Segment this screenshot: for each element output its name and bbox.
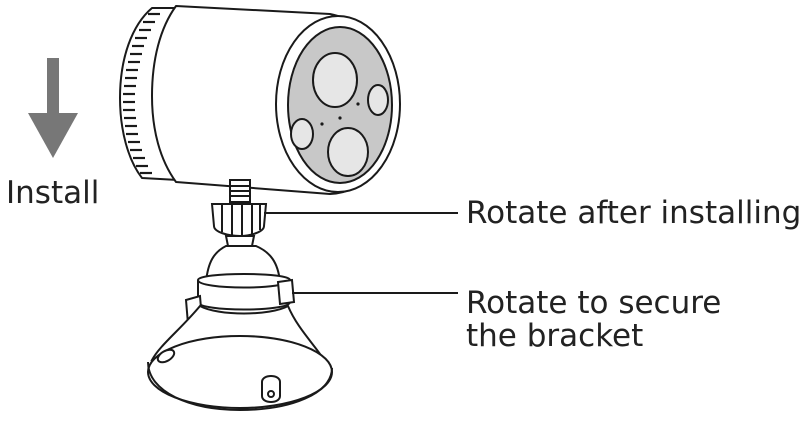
base-screw-hole-left — [156, 348, 176, 364]
base-screw-hole-front — [261, 375, 281, 403]
ring-tab-right — [276, 278, 296, 306]
lens-large-bottom — [327, 127, 369, 177]
rotate-to-secure-label-line2: the bracket — [466, 318, 644, 354]
knurling — [123, 12, 160, 175]
lens-large-top — [312, 52, 358, 108]
rotate-to-secure-label-line1: Rotate to secure — [466, 285, 722, 321]
lens-small-left — [290, 118, 314, 150]
arrow-down-icon — [28, 58, 78, 158]
lens-small-right — [367, 84, 389, 116]
camera-body — [119, 5, 401, 195]
bracket-base — [147, 304, 333, 412]
rotating-nut — [210, 203, 268, 247]
mount-screw — [229, 179, 251, 203]
locking-ring — [184, 273, 296, 326]
rotate-after-installing-label: Rotate after installing — [466, 195, 802, 231]
install-label: Install — [6, 175, 100, 211]
